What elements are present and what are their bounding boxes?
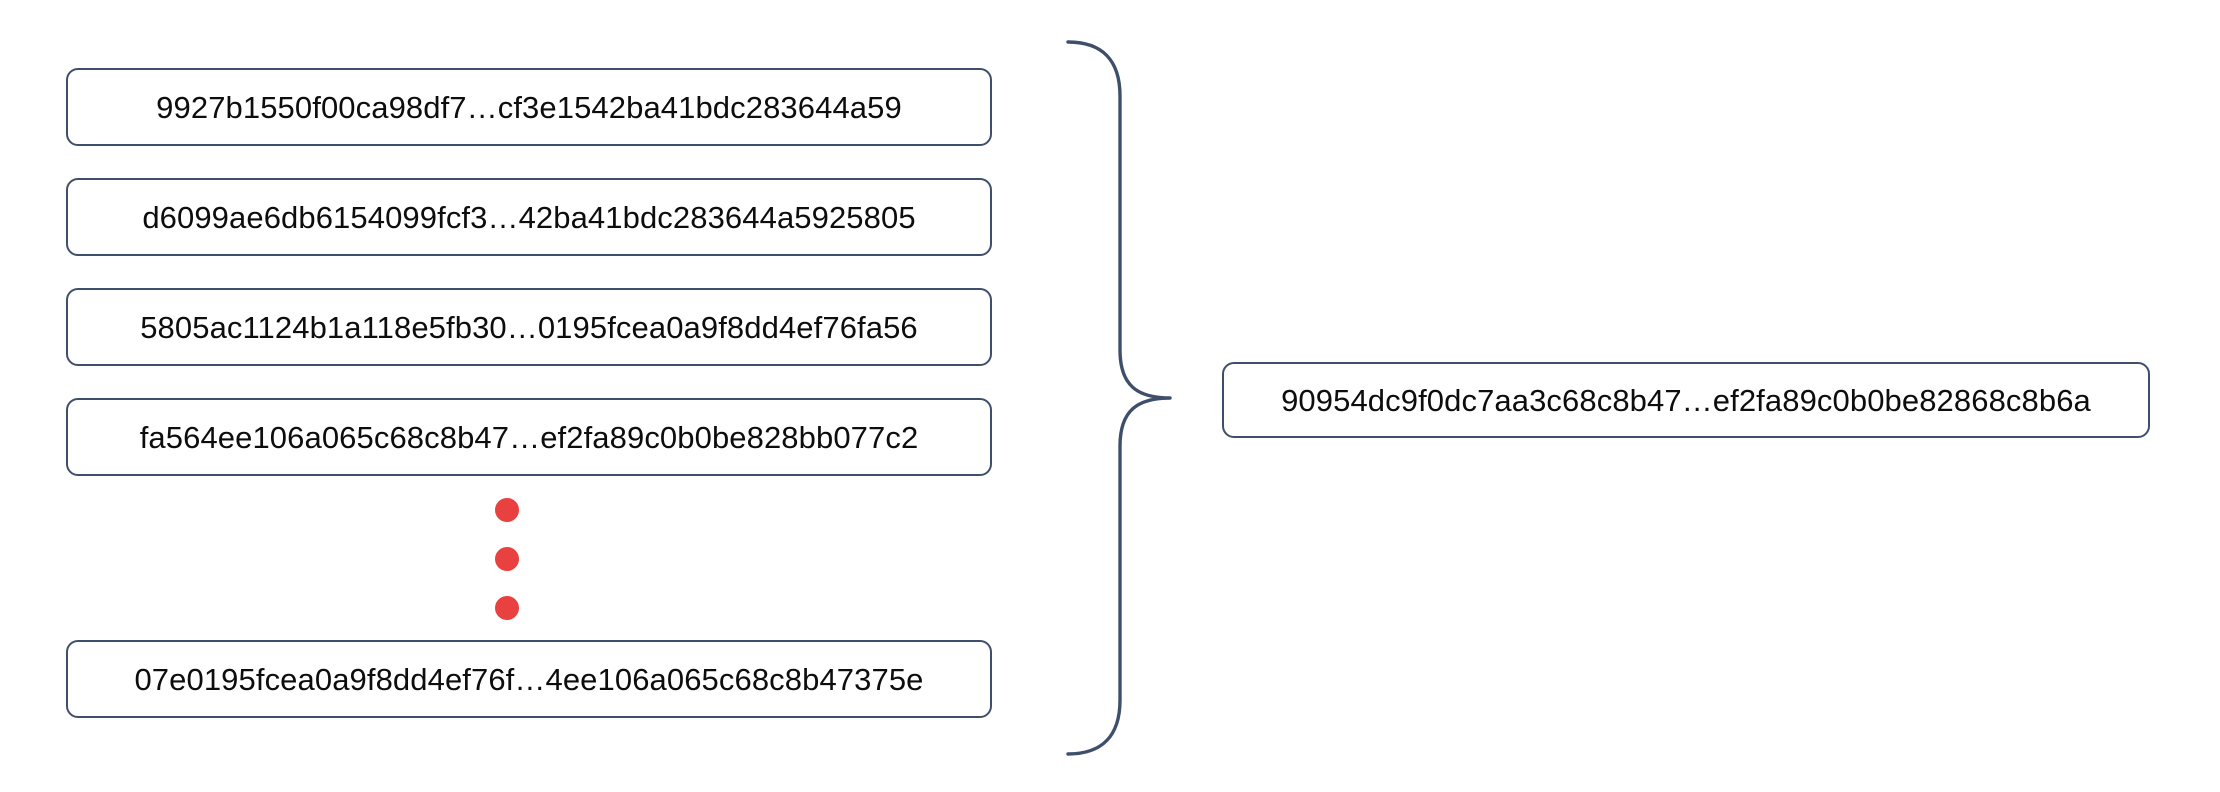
vertical-ellipsis-icon (495, 498, 521, 620)
ellipsis-dot (495, 498, 519, 522)
input-hash-box[interactable]: 5805ac1124b1a118e5fb30…0195fcea0a9f8dd4e… (66, 288, 992, 366)
input-hash-text: 07e0195fcea0a9f8dd4ef76f…4ee106a065c68c8… (134, 661, 924, 697)
input-hash-box[interactable]: fa564ee106a065c68c8b47…ef2fa89c0b0be828b… (66, 398, 992, 476)
output-hash-text: 90954dc9f0dc7aa3c68c8b47…ef2fa89c0b0be82… (1281, 382, 2091, 418)
input-hash-box[interactable]: d6099ae6db6154099fcf3…42ba41bdc283644a59… (66, 178, 992, 256)
input-hash-box[interactable]: 07e0195fcea0a9f8dd4ef76f…4ee106a065c68c8… (66, 640, 992, 718)
right-curly-brace-icon (1040, 20, 1200, 772)
ellipsis-dot (495, 596, 519, 620)
output-hash-box[interactable]: 90954dc9f0dc7aa3c68c8b47…ef2fa89c0b0be82… (1222, 362, 2150, 438)
input-hash-text: 9927b1550f00ca98df7…cf3e1542ba41bdc28364… (156, 89, 902, 125)
input-hash-box[interactable]: 9927b1550f00ca98df7…cf3e1542ba41bdc28364… (66, 68, 992, 146)
input-hash-text: 5805ac1124b1a118e5fb30…0195fcea0a9f8dd4e… (140, 309, 918, 345)
input-hash-text: fa564ee106a065c68c8b47…ef2fa89c0b0be828b… (139, 419, 919, 455)
ellipsis-dot (495, 547, 519, 571)
input-hash-text: d6099ae6db6154099fcf3…42ba41bdc283644a59… (142, 199, 916, 235)
